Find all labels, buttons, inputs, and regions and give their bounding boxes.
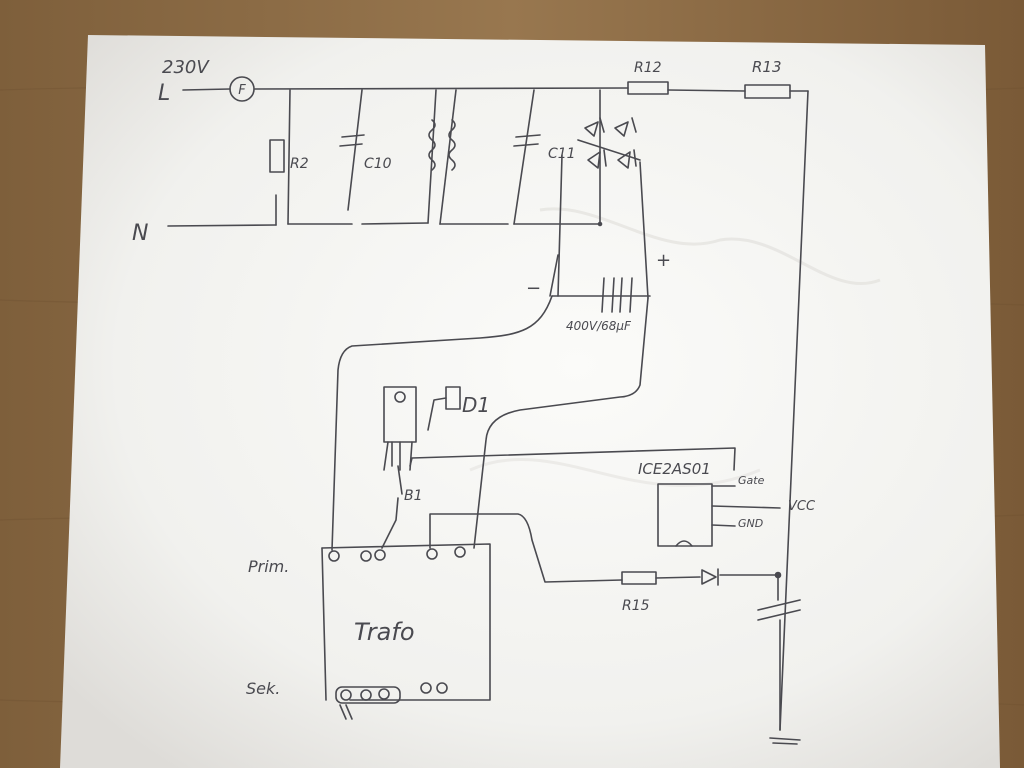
voltage-label: 230V: [162, 57, 210, 78]
inductor-right: [448, 119, 456, 171]
c11-label: C11: [548, 146, 576, 162]
pin-gate-label: Gate: [738, 474, 765, 487]
pin-vcc-label: VCC: [788, 499, 816, 514]
resistor-r15: [621, 571, 657, 585]
paper-sheet: [60, 35, 1000, 768]
resistor-r13: [744, 84, 791, 99]
ground-symbol: [769, 737, 801, 745]
capacitor-c11: [513, 134, 541, 147]
fuse-symbol-label: F: [238, 83, 246, 98]
resistor-r12: [627, 81, 669, 95]
transformer-label: Trafo: [354, 618, 415, 646]
vcc-capacitor: [757, 599, 801, 621]
r12-label: R12: [634, 60, 662, 76]
ic-label: ICE2AS01: [638, 460, 711, 478]
bulk-capacitor: [601, 277, 633, 313]
resistor-r2: [269, 139, 285, 173]
circuit-wiring: [167, 87, 809, 731]
pin-gnd-label: GND: [738, 517, 763, 530]
plus-label: +: [656, 250, 671, 271]
bridge-rectifier: [577, 117, 641, 169]
primary-label: Prim.: [248, 557, 289, 576]
d1-label: D1: [462, 393, 490, 417]
b1-label: B1: [404, 488, 423, 504]
transformer-box: [321, 543, 491, 701]
secondary-pins: [335, 682, 448, 720]
secondary-label: Sek.: [246, 679, 280, 698]
inductor-left: [428, 119, 436, 171]
capacitor-rating-label: 400V/68µF: [566, 319, 632, 333]
primary-pins: [328, 546, 466, 562]
r13-label: R13: [752, 58, 782, 76]
mosfet: [383, 386, 417, 471]
capacitor-c10: [339, 134, 365, 147]
neutral-label: N: [132, 221, 148, 246]
r15-label: R15: [622, 598, 650, 614]
minus-label: −: [526, 278, 541, 299]
line-label: L: [158, 81, 170, 106]
r2-label: R2: [290, 156, 309, 172]
c10-label: C10: [364, 156, 392, 172]
ice2as01-chip: [657, 483, 713, 547]
fuse-f: F: [229, 76, 255, 102]
diode-d2: [701, 568, 719, 586]
diode-d1: [427, 386, 461, 431]
